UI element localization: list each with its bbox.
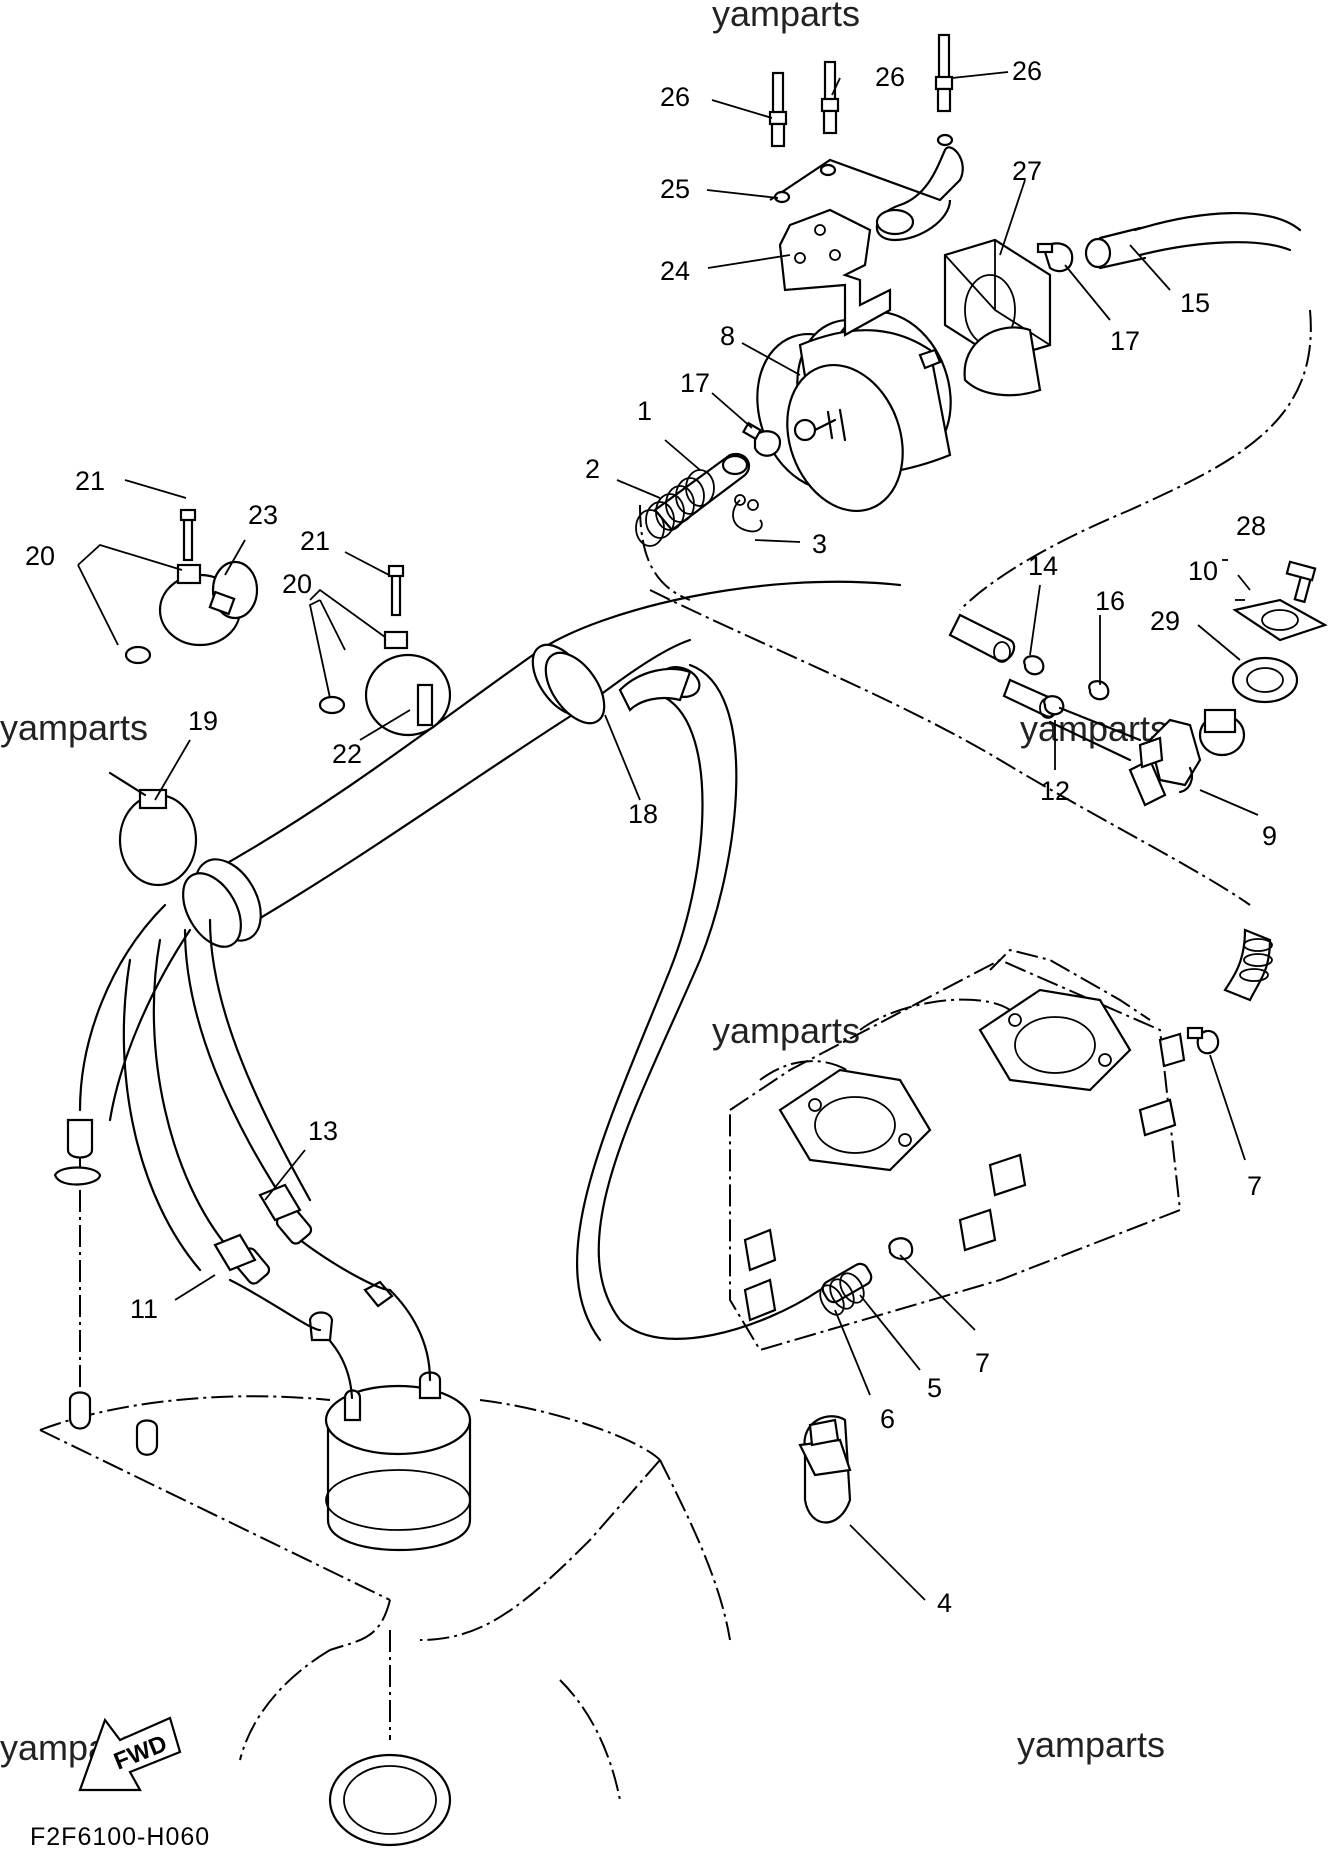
- rivets-26: [768, 33, 954, 148]
- band-clamp-left: [124, 508, 259, 665]
- callout-9: 9: [1262, 821, 1277, 851]
- vent-hose-main: [78, 580, 902, 1122]
- carb-hose-spring: [819, 1262, 873, 1316]
- callout-23: 23: [248, 500, 278, 530]
- filter-bracket: [943, 238, 1052, 397]
- callout-17a: 17: [1110, 326, 1140, 356]
- callout-20b: 20: [282, 569, 312, 599]
- mounting-plate: [778, 208, 892, 337]
- hose-route-2: [639, 504, 691, 601]
- clamp-7-lower: [888, 1237, 914, 1261]
- hose-15: [1084, 212, 1302, 270]
- callout-22: 22: [332, 739, 362, 769]
- callout-26a: 26: [660, 82, 690, 112]
- callout-28: 28: [1236, 511, 1266, 541]
- clamp-17-top-tab: [1036, 242, 1054, 254]
- callout-14: 14: [1028, 551, 1058, 581]
- callout-7b: 7: [975, 1348, 990, 1378]
- nut-29: [1231, 656, 1299, 704]
- clamp-17-mid: [741, 421, 782, 457]
- tank-fitting-right: [135, 1419, 159, 1456]
- fuel-pickup-unit: [308, 1280, 472, 1551]
- leader-lines: [77, 71, 1259, 1601]
- band-clamp-19: [108, 771, 198, 887]
- callout-6: 6: [880, 1404, 895, 1434]
- callout-25: 25: [660, 174, 690, 204]
- callout-18: 18: [628, 799, 658, 829]
- carburetor-assembly: [729, 948, 1186, 1352]
- hose-1-assembly: [635, 452, 763, 547]
- filler-neck: [328, 1753, 452, 1847]
- callout-24: 24: [660, 256, 690, 286]
- fuel-filter: [756, 310, 952, 513]
- callout-15: 15: [1180, 288, 1210, 318]
- callout-16: 16: [1095, 586, 1125, 616]
- hull-outline: [39, 1395, 731, 1801]
- callout-17b: 17: [680, 368, 710, 398]
- callout-26c: 26: [1012, 56, 1042, 86]
- small-hoses-valve: [948, 613, 1142, 762]
- callout-29: 29: [1150, 606, 1180, 636]
- pickup-hoses: [122, 918, 392, 1332]
- watermark-left: yamparts: [0, 707, 148, 748]
- tank-fitting-left: [68, 1391, 92, 1430]
- callout-7a: 7: [1247, 1171, 1262, 1201]
- fitting-10: [1232, 598, 1328, 642]
- band-clamp-right: [318, 564, 452, 737]
- callout-5: 5: [927, 1373, 942, 1403]
- hose-route-upper: [649, 589, 1251, 906]
- hose-11-segment: [213, 1233, 257, 1272]
- callout-1: 1: [637, 396, 652, 426]
- callout-8: 8: [720, 321, 735, 351]
- callout-27: 27: [1012, 156, 1042, 186]
- clip-4: [798, 1415, 852, 1524]
- callout-20a: 20: [25, 541, 55, 571]
- callouts: 26 26 26 25 27 24 15 17 8 17 1 2 3 21 23…: [25, 56, 1277, 1618]
- fuel-valve-9: [1128, 708, 1246, 807]
- hose-end-left: [66, 1118, 94, 1159]
- callout-26b: 26: [875, 62, 905, 92]
- watermark-bottom-right: yamparts: [1017, 1724, 1165, 1765]
- hose-route-loop: [959, 309, 1312, 611]
- fuel-return-hose: [576, 663, 822, 1342]
- callout-2: 2: [585, 454, 600, 484]
- screw-28: [1285, 560, 1317, 604]
- callout-21b: 21: [300, 526, 330, 556]
- callout-11: 11: [130, 1294, 158, 1324]
- watermark-top: yamparts: [712, 0, 860, 34]
- callout-3: 3: [812, 529, 827, 559]
- callout-21a: 21: [75, 466, 105, 496]
- watermark-center: yamparts: [712, 1010, 860, 1051]
- hose-7-upper: [1186, 928, 1273, 1055]
- callout-13: 13: [308, 1116, 338, 1146]
- diagram-code: F2F6100-H060: [30, 1823, 210, 1851]
- clamp-left: [53, 1166, 102, 1186]
- callout-4: 4: [937, 1588, 952, 1618]
- callout-10: 10: [1188, 556, 1218, 586]
- callout-12: 12: [1040, 776, 1070, 806]
- stay-25: [769, 133, 964, 242]
- callout-19: 19: [188, 706, 218, 736]
